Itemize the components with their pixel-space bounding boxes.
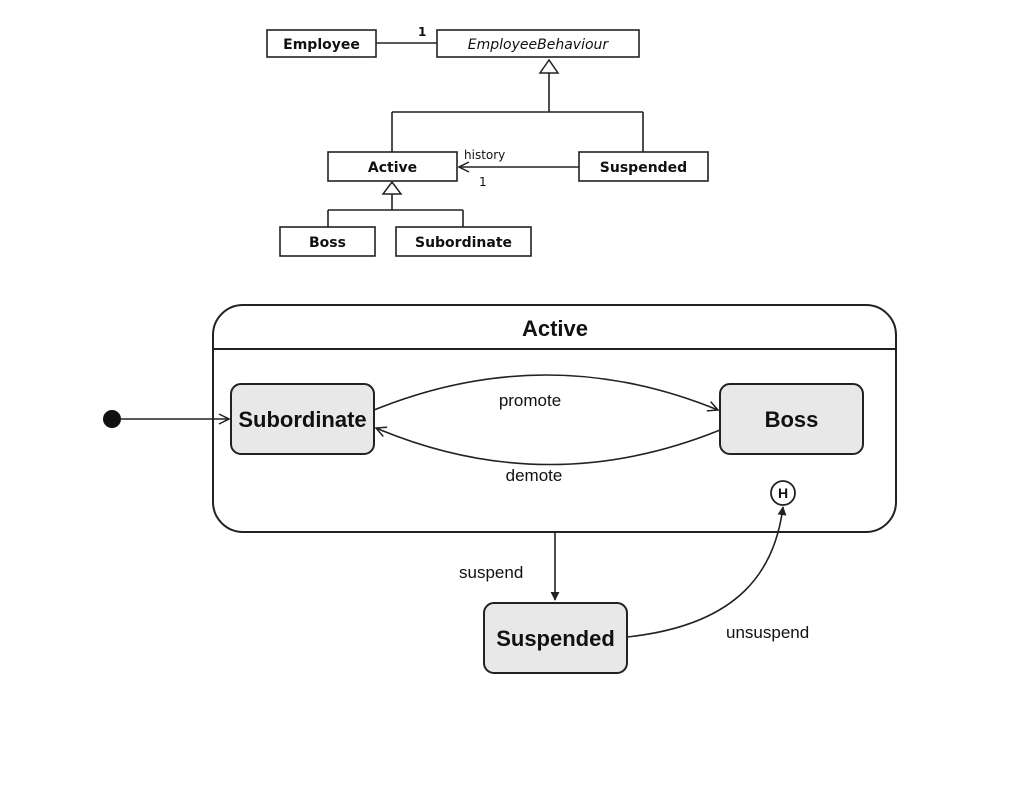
state-subordinate-label: Subordinate [238, 407, 366, 432]
initial-pseudostate [103, 410, 121, 428]
event-promote-label: promote [499, 391, 561, 410]
class-suspended: Suspended [578, 151, 709, 182]
state-suspended-label: Suspended [496, 626, 615, 651]
transition-demote: demote [376, 428, 721, 485]
transition-unsuspend: unsuspend [626, 506, 809, 642]
association-history-multiplicity: 1 [479, 175, 487, 189]
transition-promote: promote [373, 374, 718, 410]
class-diagram: Employee 1 EmployeeBehaviour Active Susp… [266, 25, 709, 257]
state-boss: Boss [719, 383, 864, 455]
generalization-active [327, 180, 464, 227]
history-pseudostate: H [770, 480, 796, 506]
class-subordinate: Subordinate [395, 226, 532, 257]
composite-state-title: Active [522, 316, 588, 341]
class-employee-label: Employee [283, 37, 360, 53]
class-active: Active [327, 151, 458, 182]
association-history: history 1 [459, 148, 579, 189]
class-boss: Boss [279, 226, 376, 257]
state-suspended: Suspended [483, 602, 628, 674]
class-subordinate-label: Subordinate [415, 235, 512, 251]
class-employee-behaviour-label: EmployeeBehaviour [468, 37, 610, 53]
event-unsuspend-label: unsuspend [726, 623, 809, 642]
event-demote-label: demote [506, 466, 563, 485]
state-subordinate: Subordinate [230, 383, 375, 455]
class-suspended-label: Suspended [600, 160, 687, 176]
event-suspend-label: suspend [459, 563, 523, 582]
association-history-role: history [464, 148, 505, 162]
state-boss-label: Boss [765, 407, 819, 432]
class-employee: Employee [266, 29, 377, 58]
state-diagram: Active Subordinate Boss promote demote [103, 304, 897, 674]
history-marker-label: H [778, 485, 788, 501]
class-employee-behaviour: EmployeeBehaviour [436, 29, 640, 58]
transition-suspend: suspend [459, 532, 560, 601]
class-boss-label: Boss [309, 235, 346, 251]
class-active-label: Active [368, 160, 417, 176]
association-multiplicity: 1 [418, 25, 426, 39]
generalization-employee-behaviour [391, 58, 644, 152]
